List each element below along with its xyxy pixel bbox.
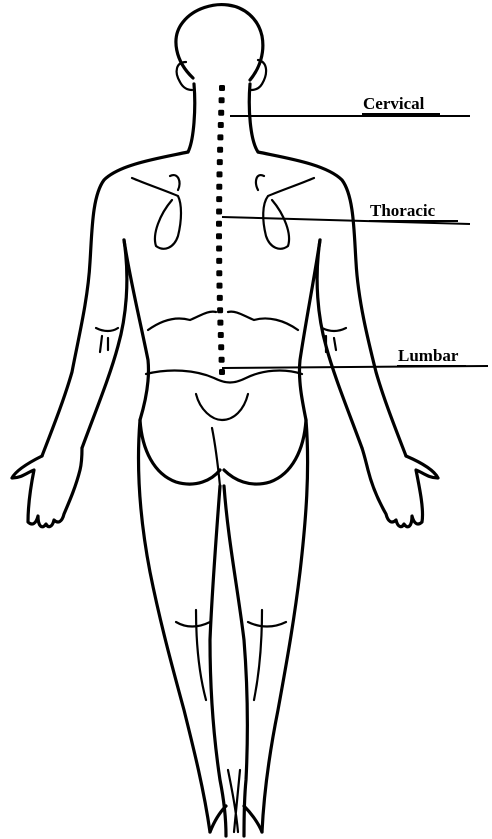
thoracic-vertebra — [216, 270, 222, 276]
left-elbow-crease — [96, 328, 118, 331]
cervical-vertebra — [217, 134, 223, 140]
right-scapula — [263, 178, 314, 249]
right-foot — [244, 806, 262, 832]
left-scapula — [132, 178, 181, 249]
cervical-label: Cervical — [363, 94, 425, 113]
right-hand — [362, 448, 438, 527]
ankle-lines — [228, 770, 240, 832]
left-knee-crease — [176, 622, 210, 627]
lower-back-contour-right — [228, 312, 298, 330]
buttock-left — [140, 420, 220, 484]
head — [176, 5, 263, 80]
right-leg-inner — [224, 486, 247, 836]
left-shoulder-arm-outer — [42, 152, 188, 456]
left-hand — [12, 448, 82, 527]
right-calf-line — [254, 610, 262, 700]
body-outline-back-view — [12, 5, 438, 836]
lumbar-vertebra — [219, 357, 225, 363]
thoracic-vertebra — [216, 258, 222, 264]
right-scapula-hook — [256, 175, 264, 190]
cervical-vertebra — [219, 97, 225, 103]
lower-back-contour-left — [148, 312, 216, 330]
thoracic-vertebra — [217, 171, 223, 177]
right-knee-crease — [248, 622, 286, 627]
lumbar-vertebra — [218, 332, 224, 338]
sacral-triangle — [196, 394, 248, 420]
thoracic-vertebra — [217, 283, 223, 289]
cervical-vertebra — [218, 110, 224, 116]
thoracic-vertebra — [216, 184, 222, 190]
thoracic-label: Thoracic — [370, 201, 436, 220]
thoracic-vertebra — [216, 209, 222, 215]
neck-left — [188, 84, 195, 152]
left-foot — [210, 806, 226, 832]
right-elbow-crease — [322, 328, 346, 331]
lumbar-vertebra — [217, 320, 223, 326]
thoracic-vertebra — [216, 246, 222, 252]
vertebral-column — [216, 85, 225, 375]
lumbar-vertebra — [218, 344, 224, 350]
left-leg-inner — [210, 486, 226, 836]
thoracic-vertebra — [216, 221, 222, 227]
right-shoulder-arm-outer — [258, 152, 406, 456]
left-elbow-mark — [100, 336, 108, 352]
torso-left-side — [124, 240, 149, 420]
lumbar-label: Lumbar — [398, 346, 459, 365]
left-scapula-hook — [170, 175, 180, 190]
buttock-right — [224, 420, 306, 484]
cervical-vertebra — [219, 85, 225, 91]
torso-right-side — [299, 240, 320, 420]
thoracic-vertebra — [216, 196, 222, 202]
cervical-vertebra — [218, 122, 224, 128]
neck-right — [249, 84, 258, 152]
thoracic-vertebra — [217, 307, 223, 313]
cervical-vertebra — [217, 159, 223, 165]
thoracic-vertebra — [216, 233, 222, 239]
lumbar-vertebra — [219, 369, 225, 375]
thoracic-vertebra — [217, 295, 223, 301]
cervical-vertebra — [217, 147, 223, 153]
